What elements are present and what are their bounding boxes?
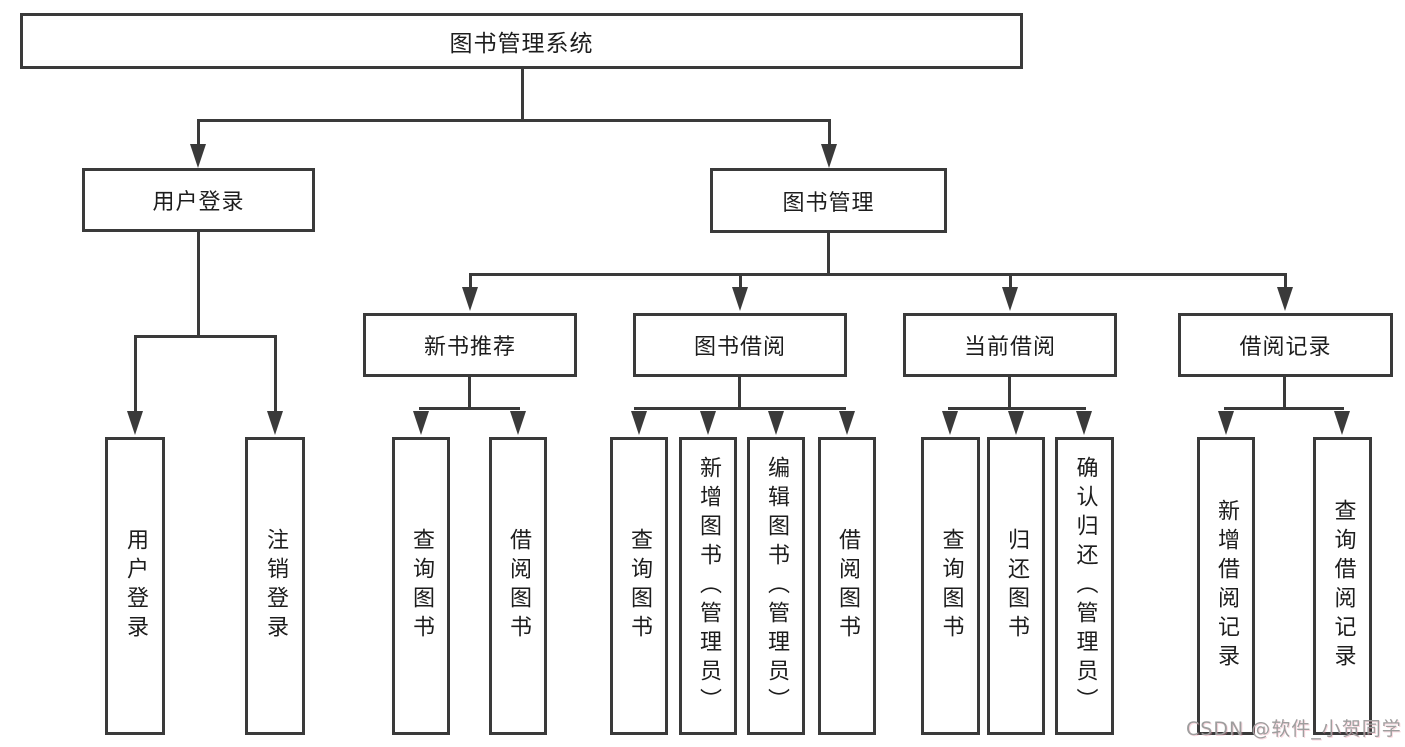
arrow-down-icon xyxy=(267,411,283,435)
arrow-down-icon xyxy=(127,411,143,435)
arrow-down-icon xyxy=(631,411,647,435)
connector-bus xyxy=(634,407,846,410)
node-label: 图书管理系统 xyxy=(449,31,594,57)
arrow-down-icon xyxy=(1008,411,1024,435)
watermark: CSDN @软件_小贺同学 xyxy=(1186,718,1402,740)
connector-level2-bus xyxy=(197,119,831,122)
node-label: 新书推荐 xyxy=(423,335,516,360)
leaf-label: 用户登录 xyxy=(123,528,148,644)
leaf-query-books-recommend: 查询图书 xyxy=(392,437,450,735)
leaf-label: 借阅图书 xyxy=(835,528,860,644)
leaf-query-borrow-record: 查询借阅记录 xyxy=(1313,437,1372,735)
leaf-user-login: 用户登录 xyxy=(105,437,165,735)
leaf-confirm-return-admin: 确认归还（管理员） xyxy=(1055,437,1114,735)
leaf-add-borrow-record: 新增借阅记录 xyxy=(1197,437,1255,735)
arrow-down-icon xyxy=(1076,411,1092,435)
leaf-query-books-current: 查询图书 xyxy=(921,437,980,735)
arrow-down-icon xyxy=(1277,287,1293,311)
arrow-down-icon xyxy=(821,144,837,168)
arrow-down-icon xyxy=(510,411,526,435)
leaf-return-book: 归还图书 xyxy=(987,437,1045,735)
connector-stem xyxy=(1009,273,1012,289)
connector-stem xyxy=(134,335,137,413)
node-label: 当前借阅 xyxy=(963,335,1056,360)
arrow-down-icon xyxy=(732,287,748,311)
arrow-down-icon xyxy=(1002,287,1018,311)
node-new-book-recommend: 新书推荐 xyxy=(363,313,577,377)
connector-bus xyxy=(419,407,520,410)
node-label: 用户登录 xyxy=(152,190,245,215)
connector-stem xyxy=(1284,273,1287,289)
leaf-label: 查询图书 xyxy=(627,528,652,644)
node-current-borrow: 当前借阅 xyxy=(903,313,1117,377)
connector-stem xyxy=(1283,377,1286,409)
leaf-label: 查询借阅记录 xyxy=(1330,499,1356,673)
leaf-label: 编辑图书（管理员） xyxy=(764,455,789,717)
connector-stem xyxy=(739,273,742,289)
leaf-label: 借阅图书 xyxy=(506,528,531,644)
node-book-management: 图书管理 xyxy=(710,168,947,233)
arrow-down-icon xyxy=(839,411,855,435)
node-label: 借阅记录 xyxy=(1239,335,1332,360)
leaf-edit-book-admin: 编辑图书（管理员） xyxy=(747,437,805,735)
connector-stem xyxy=(738,377,741,409)
leaf-label: 新增图书（管理员） xyxy=(696,455,721,717)
arrow-down-icon xyxy=(700,411,716,435)
leaf-label: 新增借阅记录 xyxy=(1214,499,1239,673)
connector-stem xyxy=(469,273,472,289)
arrow-down-icon xyxy=(1218,411,1234,435)
leaf-label: 查询图书 xyxy=(409,528,434,644)
connector-stem xyxy=(274,335,277,413)
connector-stem xyxy=(197,232,200,337)
leaf-label: 查询图书 xyxy=(938,528,964,644)
leaf-label: 确认归还（管理员） xyxy=(1072,455,1098,717)
connector-root-stem xyxy=(521,69,524,119)
leaf-label: 注销登录 xyxy=(263,528,288,644)
leaf-query-books-borrow: 查询图书 xyxy=(610,437,668,735)
connector-stem xyxy=(828,119,831,147)
arrow-down-icon xyxy=(1334,411,1350,435)
connector-level3-bus xyxy=(469,273,1287,276)
node-book-borrow: 图书借阅 xyxy=(633,313,847,377)
connector-stem xyxy=(468,377,471,409)
leaf-borrow-books: 借阅图书 xyxy=(818,437,876,735)
arrow-down-icon xyxy=(942,411,958,435)
node-label: 图书借阅 xyxy=(693,335,786,360)
leaf-add-book-admin: 新增图书（管理员） xyxy=(679,437,737,735)
node-borrow-records: 借阅记录 xyxy=(1178,313,1393,377)
connector-stem xyxy=(197,119,200,147)
connector-stem xyxy=(827,233,830,275)
node-root: 图书管理系统 xyxy=(20,13,1023,69)
connector-bus xyxy=(134,335,277,338)
node-user-login: 用户登录 xyxy=(82,168,315,232)
arrow-down-icon xyxy=(768,411,784,435)
arrow-down-icon xyxy=(190,144,206,168)
arrow-down-icon xyxy=(462,287,478,311)
leaf-borrow-books-recommend: 借阅图书 xyxy=(489,437,547,735)
leaf-logout: 注销登录 xyxy=(245,437,305,735)
arrow-down-icon xyxy=(413,411,429,435)
connector-bus xyxy=(1224,407,1344,410)
node-label: 图书管理 xyxy=(782,190,875,216)
leaf-label: 归还图书 xyxy=(1004,528,1029,644)
connector-bus xyxy=(948,407,1086,410)
connector-stem xyxy=(1008,377,1011,409)
